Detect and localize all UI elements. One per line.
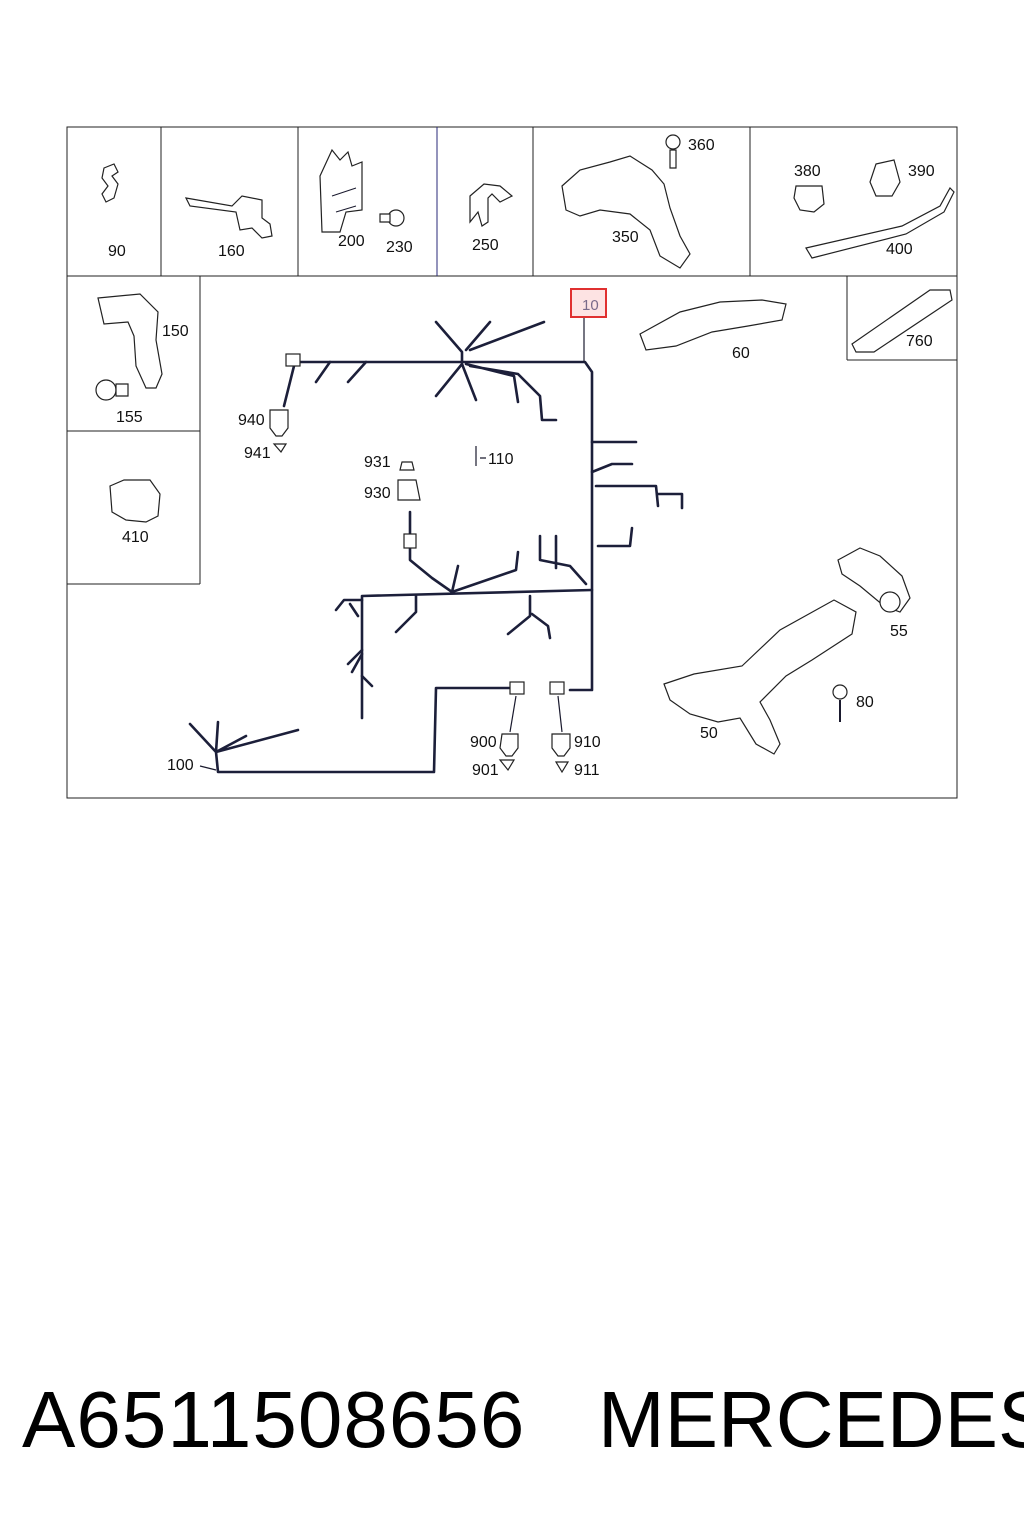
connectors bbox=[269, 353, 571, 774]
part-410-clip bbox=[109, 479, 161, 523]
part-number: A6511508656 bbox=[22, 1375, 526, 1464]
label-760: 760 bbox=[906, 333, 933, 350]
label-410: 410 bbox=[122, 529, 149, 546]
label-911: 911 bbox=[574, 762, 600, 779]
label-80: 80 bbox=[856, 694, 874, 711]
label-160: 160 bbox=[218, 243, 245, 260]
label-50: 50 bbox=[700, 725, 718, 742]
diagram-frame bbox=[66, 126, 958, 799]
part-150-bracket bbox=[97, 293, 163, 389]
label-940: 940 bbox=[238, 412, 265, 429]
label-931: 931 bbox=[364, 454, 391, 471]
label-200: 200 bbox=[338, 233, 365, 250]
part-200-bracket bbox=[319, 148, 363, 233]
highlight-box-10 bbox=[570, 288, 607, 318]
part-390-clip bbox=[869, 159, 901, 197]
label-110: 110 bbox=[488, 451, 514, 468]
part-230-screw bbox=[379, 209, 405, 227]
label-250: 250 bbox=[472, 237, 499, 254]
label-60: 60 bbox=[732, 345, 750, 362]
label-90: 90 bbox=[108, 243, 126, 260]
label-55: 55 bbox=[890, 623, 908, 640]
label-941: 941 bbox=[244, 445, 271, 462]
part-155-bolt bbox=[95, 379, 129, 401]
part-60-harness bbox=[639, 299, 787, 351]
part-360-screw bbox=[665, 134, 681, 169]
part-80-screw bbox=[832, 684, 848, 722]
part-labels: 90 160 200 230 250 350 360 380 390 400 1… bbox=[108, 137, 935, 779]
part-350-holder bbox=[561, 155, 691, 269]
part-55-connector bbox=[837, 547, 911, 613]
part-50-duct bbox=[663, 599, 857, 755]
brand-name: MERCEDES bbox=[598, 1375, 1024, 1464]
label-901: 901 bbox=[472, 762, 499, 779]
label-230: 230 bbox=[386, 239, 413, 256]
label-400: 400 bbox=[886, 241, 913, 258]
label-360: 360 bbox=[688, 137, 715, 154]
label-390: 390 bbox=[908, 163, 935, 180]
harness-wiring bbox=[188, 316, 684, 774]
part-250-bracket bbox=[469, 183, 514, 227]
label-350: 350 bbox=[612, 229, 639, 246]
part-90-clip bbox=[101, 163, 119, 203]
label-150: 150 bbox=[162, 323, 189, 340]
label-910: 910 bbox=[574, 734, 601, 751]
part-380-clip bbox=[793, 185, 825, 213]
label-930: 930 bbox=[364, 485, 391, 502]
label-900: 900 bbox=[470, 734, 497, 751]
label-380: 380 bbox=[794, 163, 821, 180]
label-155: 155 bbox=[116, 409, 143, 426]
label-10: 10 bbox=[582, 297, 599, 314]
part-400-cable-tie bbox=[805, 187, 955, 259]
footer: A6511508656 MERCEDES bbox=[0, 1370, 1024, 1490]
label-100: 100 bbox=[167, 757, 194, 774]
part-160-bracket bbox=[184, 195, 273, 239]
part-760-rail bbox=[851, 289, 953, 353]
